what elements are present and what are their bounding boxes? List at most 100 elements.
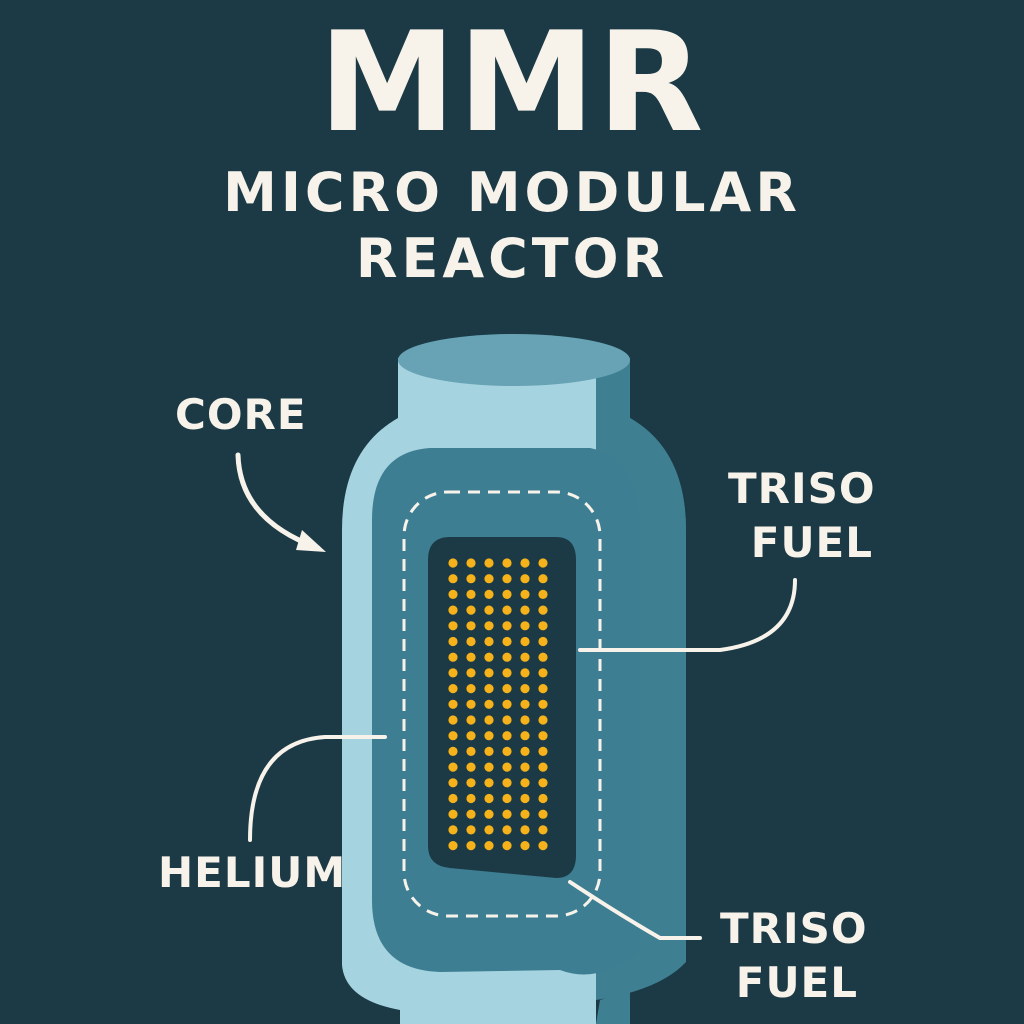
fuel-particle <box>538 558 548 568</box>
fuel-particle <box>538 636 548 647</box>
fuel-particle <box>502 574 512 584</box>
fuel-particle <box>502 762 512 772</box>
fuel-particle <box>448 699 458 709</box>
label-helium: HELIUM <box>158 848 347 897</box>
fuel-particle <box>538 762 548 772</box>
fuel-particle <box>466 746 476 757</box>
label-triso-fuel-bottom: TRISO FUEL <box>720 902 868 1010</box>
fuel-particle <box>538 684 548 694</box>
fuel-particle <box>520 809 530 819</box>
fuel-particle <box>466 731 476 741</box>
label-triso-fuel-bottom-line-1: TRISO <box>720 904 868 953</box>
triso-fuel-top-leader <box>578 578 797 652</box>
label-triso-fuel-top: TRISO FUEL <box>728 462 876 570</box>
fuel-particle <box>484 809 494 819</box>
fuel-particle <box>520 746 530 757</box>
fuel-particle <box>448 684 458 694</box>
fuel-particle <box>448 668 458 678</box>
fuel-particle <box>466 715 476 725</box>
fuel-particle <box>538 699 548 709</box>
fuel-particle <box>448 825 458 835</box>
page-subtitle: MICRO MODULAR REACTOR <box>0 160 1024 292</box>
fuel-particle <box>448 841 458 851</box>
fuel-particle <box>520 841 530 851</box>
label-triso-fuel-top-line-2: FUEL <box>750 518 873 567</box>
fuel-region <box>428 537 576 878</box>
fuel-particle <box>484 793 494 804</box>
fuel-particle <box>520 778 530 788</box>
fuel-particle <box>484 778 494 788</box>
dashed-boundary <box>402 490 602 918</box>
fuel-particle <box>484 699 494 709</box>
fuel-particle <box>448 762 458 772</box>
fuel-particle <box>502 589 512 600</box>
fuel-particle <box>520 731 530 741</box>
fuel-particle <box>538 793 548 804</box>
fuel-particle <box>538 746 548 757</box>
fuel-particle <box>520 699 530 709</box>
fuel-particle <box>538 841 548 851</box>
fuel-particle <box>466 684 476 694</box>
fuel-particle <box>466 809 476 819</box>
fuel-particle <box>448 793 458 804</box>
fuel-particle <box>466 589 476 600</box>
fuel-particle <box>520 793 530 804</box>
fuel-particle <box>520 558 530 568</box>
fuel-particle <box>502 558 512 568</box>
fuel-particle <box>448 636 458 647</box>
core-arrow-head <box>296 530 326 552</box>
fuel-particle <box>484 574 494 584</box>
fuel-particle <box>448 809 458 819</box>
fuel-particle <box>484 684 494 694</box>
fuel-particle <box>484 589 494 600</box>
fuel-particle <box>484 731 494 741</box>
fuel-particle <box>484 668 494 678</box>
fuel-particle <box>466 605 476 615</box>
fuel-particle <box>538 778 548 788</box>
fuel-particle <box>466 699 476 709</box>
fuel-particle <box>538 652 548 662</box>
label-core: CORE <box>175 390 307 439</box>
label-triso-fuel-top-line-1: TRISO <box>728 464 876 513</box>
fuel-particle <box>520 589 530 600</box>
fuel-particle <box>466 621 476 631</box>
fuel-particle <box>502 652 512 662</box>
triso-fuel-bottom-leader <box>568 880 702 940</box>
fuel-particle <box>520 715 530 725</box>
fuel-particle <box>538 605 548 615</box>
fuel-particle <box>502 699 512 709</box>
fuel-particle <box>538 621 548 631</box>
fuel-particle <box>466 825 476 835</box>
fuel-particle <box>520 684 530 694</box>
fuel-particle <box>484 825 494 835</box>
fuel-particle <box>484 652 494 662</box>
fuel-particle <box>502 731 512 741</box>
vessel-top <box>398 334 630 386</box>
fuel-particle <box>502 793 512 804</box>
fuel-particle <box>520 636 530 647</box>
fuel-particle <box>502 684 512 694</box>
fuel-particle <box>466 762 476 772</box>
fuel-particle <box>538 809 548 819</box>
fuel-particle <box>520 574 530 584</box>
fuel-particle-grid <box>448 558 548 851</box>
label-triso-fuel-bottom-line-2: FUEL <box>735 958 858 1007</box>
fuel-particle <box>448 731 458 741</box>
fuel-particle <box>484 636 494 647</box>
fuel-particle <box>448 589 458 600</box>
fuel-particle <box>502 636 512 647</box>
fuel-particle <box>448 746 458 757</box>
fuel-particle <box>538 668 548 678</box>
fuel-particle <box>466 636 476 647</box>
fuel-particle <box>448 574 458 584</box>
fuel-particle <box>448 715 458 725</box>
fuel-particle <box>448 558 458 568</box>
fuel-particle <box>538 574 548 584</box>
fuel-particle <box>484 605 494 615</box>
fuel-particle <box>448 605 458 615</box>
fuel-particle <box>520 652 530 662</box>
fuel-particle <box>448 778 458 788</box>
fuel-particle <box>466 778 476 788</box>
fuel-particle <box>484 558 494 568</box>
